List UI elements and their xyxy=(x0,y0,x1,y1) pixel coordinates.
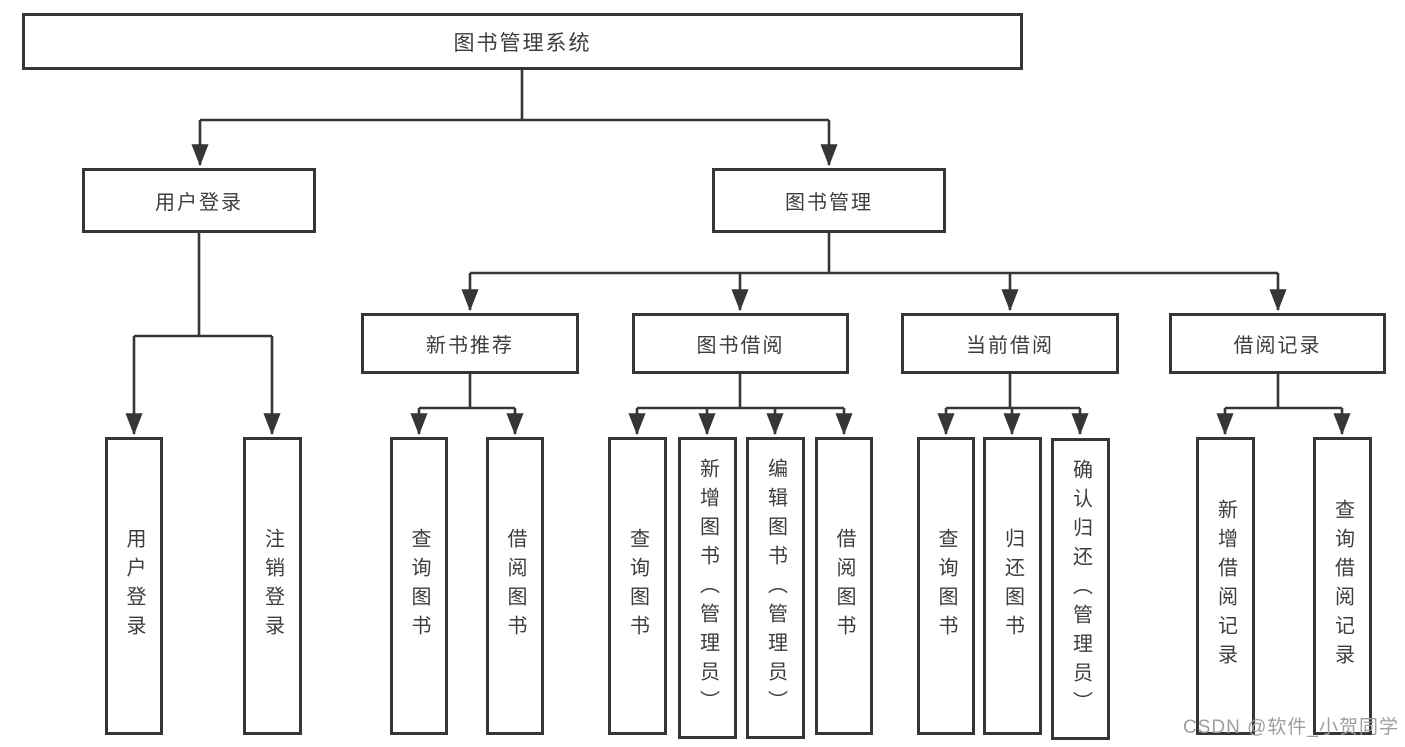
leaf-logout: 注销登录 xyxy=(243,437,302,735)
node-new-book-recommend: 新书推荐 xyxy=(361,313,579,374)
leaf-borrow-book-2: 借阅图书 xyxy=(815,437,873,735)
node-borrow-records: 借阅记录 xyxy=(1169,313,1386,374)
node-user-login: 用户登录 xyxy=(82,168,316,233)
leaf-query-book-1: 查询图书 xyxy=(390,437,448,735)
node-current-borrow: 当前借阅 xyxy=(901,313,1119,374)
leaf-query-book-2: 查询图书 xyxy=(608,437,667,735)
leaf-query-borrow-record: 查询借阅记录 xyxy=(1313,437,1372,735)
leaf-user-login: 用户登录 xyxy=(105,437,163,735)
leaf-confirm-return-admin: 确认归还（管理员） xyxy=(1051,438,1110,740)
watermark: CSDN @软件_小贺同学 xyxy=(1183,717,1399,738)
leaf-add-borrow-record: 新增借阅记录 xyxy=(1196,437,1255,735)
leaf-add-book-admin: 新增图书（管理员） xyxy=(678,437,737,739)
node-root: 图书管理系统 xyxy=(22,13,1023,70)
node-book-borrow: 图书借阅 xyxy=(632,313,849,374)
node-book-management: 图书管理 xyxy=(712,168,946,233)
leaf-borrow-book-1: 借阅图书 xyxy=(486,437,544,735)
wire-segments xyxy=(134,70,1342,410)
leaf-edit-book-admin: 编辑图书（管理员） xyxy=(746,437,805,739)
leaf-query-book-3: 查询图书 xyxy=(917,437,975,735)
leaf-return-book: 归还图书 xyxy=(983,437,1042,735)
